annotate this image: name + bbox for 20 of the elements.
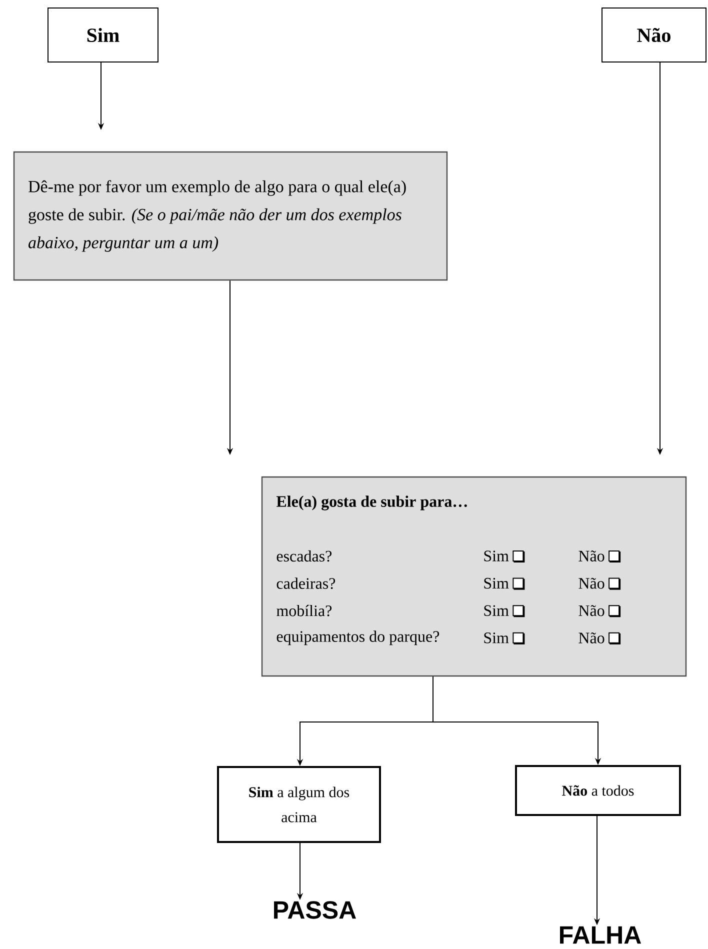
checkbox-option: Sim (484, 632, 525, 644)
label-box: Não (602, 8, 706, 62)
checkbox-option: Sim (484, 578, 525, 590)
checkbox-option: Não (578, 605, 621, 618)
result-box: Sim a algum dos acima (217, 766, 381, 843)
result-box: Não a todos (515, 765, 681, 816)
question-heading: Ele(a) gosta de subir para… (276, 496, 467, 510)
checkbox-option: Sim (484, 605, 525, 618)
checkbox-option: Não (578, 550, 621, 562)
question-text: escadas? (276, 550, 332, 562)
outcome-text: PASSA (274, 901, 356, 919)
question-text: cadeiras? (276, 578, 336, 589)
checkbox-option: Sim (484, 550, 525, 562)
question-text: equipamentos do parque? (276, 630, 440, 646)
instruction-box: Dê-me por favor um exemplo de algo para o qual ele(a) goste de subir. (Se o pai/mãe não der um dos exemplos abaixo, perguntar um a um) (13, 151, 448, 281)
outcome-text: FALHA (560, 926, 641, 944)
checkbox-option: Não (578, 632, 621, 644)
question-text: mobília? (276, 604, 332, 616)
checkbox-option: Não (578, 578, 621, 590)
label-box: Sim (48, 8, 158, 62)
